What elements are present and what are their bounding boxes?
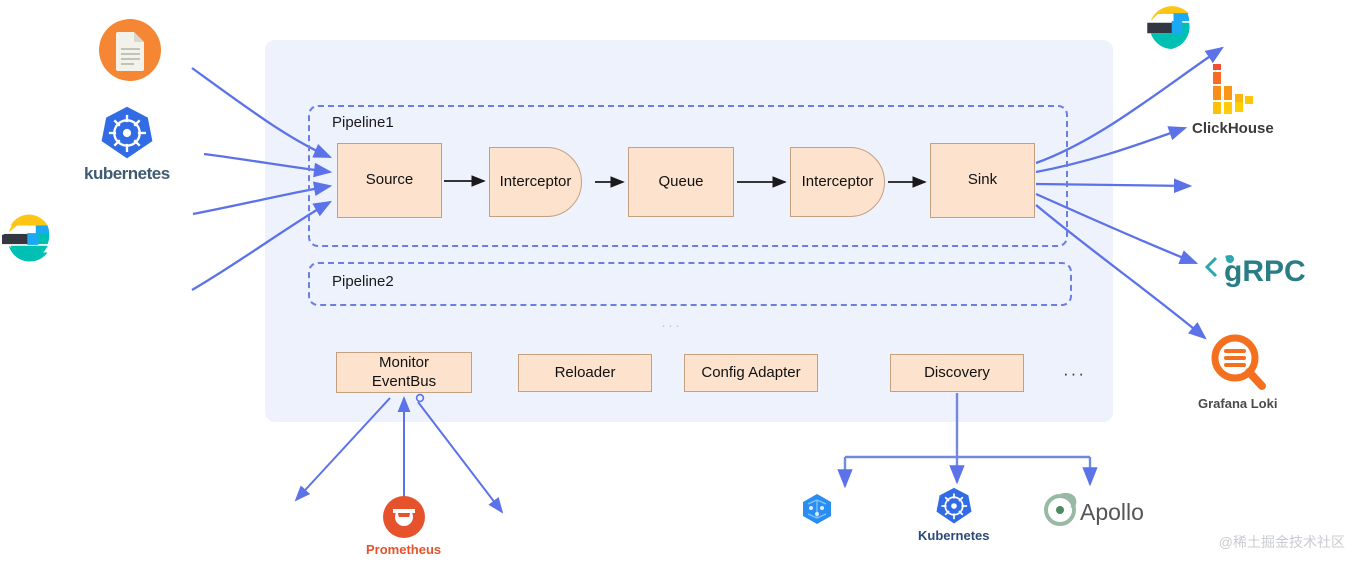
node-discovery-label: Discovery (924, 363, 990, 381)
node-interceptor-2-label: Interceptor (801, 172, 874, 190)
node-source[interactable]: Source (337, 143, 442, 218)
pipeline-1-label: Pipeline1 (332, 114, 394, 131)
discovery-kubernetes-caption: Kubernetes (918, 528, 990, 543)
components-ellipsis: ··· (1063, 364, 1086, 383)
apollo-icon: Apollo (1044, 493, 1144, 526)
pipelines-ellipsis: ··· (661, 317, 682, 334)
elasticsearch-icon (2, 214, 50, 262)
sink-loki: Grafana Loki (1198, 332, 1277, 411)
loki-icon (1211, 334, 1266, 390)
node-interceptor-2[interactable]: Interceptor (790, 147, 885, 217)
sink-grpc: gRPC (1198, 248, 1316, 288)
sink-clickhouse: ClickHouse (1192, 62, 1274, 137)
node-queue[interactable]: Queue (628, 147, 734, 217)
monitor-prometheus: Prometheus (366, 494, 441, 557)
node-config-adapter[interactable]: Config Adapter (684, 354, 818, 392)
discovery-nacos (800, 492, 834, 526)
node-reloader[interactable]: Reloader (518, 354, 652, 392)
node-monitor-label-line1: Monitor (378, 353, 430, 371)
node-discovery[interactable]: Discovery (890, 354, 1024, 392)
source-file-document (98, 18, 162, 82)
node-interceptor-1-label: Interceptor (499, 172, 572, 190)
node-source-label: Source (365, 171, 414, 189)
node-queue-label: Queue (658, 172, 704, 190)
pipeline-1-group: Pipeline1 (308, 105, 1068, 247)
svg-text:Apollo: Apollo (1080, 499, 1144, 525)
node-sink[interactable]: Sink (930, 143, 1035, 218)
node-interceptor-1[interactable]: Interceptor (489, 147, 582, 217)
source-kubernetes-caption: kubernetes (84, 164, 170, 183)
elasticsearch-icon (1147, 6, 1190, 49)
sink-clickhouse-caption: ClickHouse (1192, 120, 1274, 137)
discovery-apollo: Apollo (1038, 486, 1156, 534)
source-elasticsearch (2, 212, 56, 266)
kubernetes-icon (101, 106, 153, 159)
grpc-icon: gRPC (1204, 254, 1306, 288)
pipeline-2-label: Pipeline2 (332, 273, 394, 290)
sink-elasticsearch (1142, 0, 1198, 56)
node-sink-label: Sink (967, 171, 998, 189)
pipeline-2-group: Pipeline2 (308, 262, 1072, 306)
monitor-prometheus-caption: Prometheus (366, 542, 442, 557)
node-config-adapter-label: Config Adapter (701, 363, 801, 381)
discovery-kubernetes: Kubernetes (918, 486, 990, 543)
source-kubernetes: kubernetes (84, 104, 170, 184)
node-reloader-label: Reloader (554, 363, 616, 381)
nacos-icon (803, 494, 831, 524)
node-monitor-eventbus[interactable]: Monitor EventBus (336, 352, 472, 393)
file-document-icon (99, 19, 161, 81)
sink-loki-caption: Grafana Loki (1198, 396, 1278, 411)
watermark: @稀土掘金技术社区 (1218, 534, 1345, 550)
clickhouse-icon (1212, 64, 1253, 114)
node-monitor-label-line2: EventBus (371, 372, 437, 390)
prometheus-icon (382, 496, 425, 538)
kubernetes-icon (936, 487, 972, 524)
svg-text:gRPC: gRPC (1224, 255, 1306, 288)
